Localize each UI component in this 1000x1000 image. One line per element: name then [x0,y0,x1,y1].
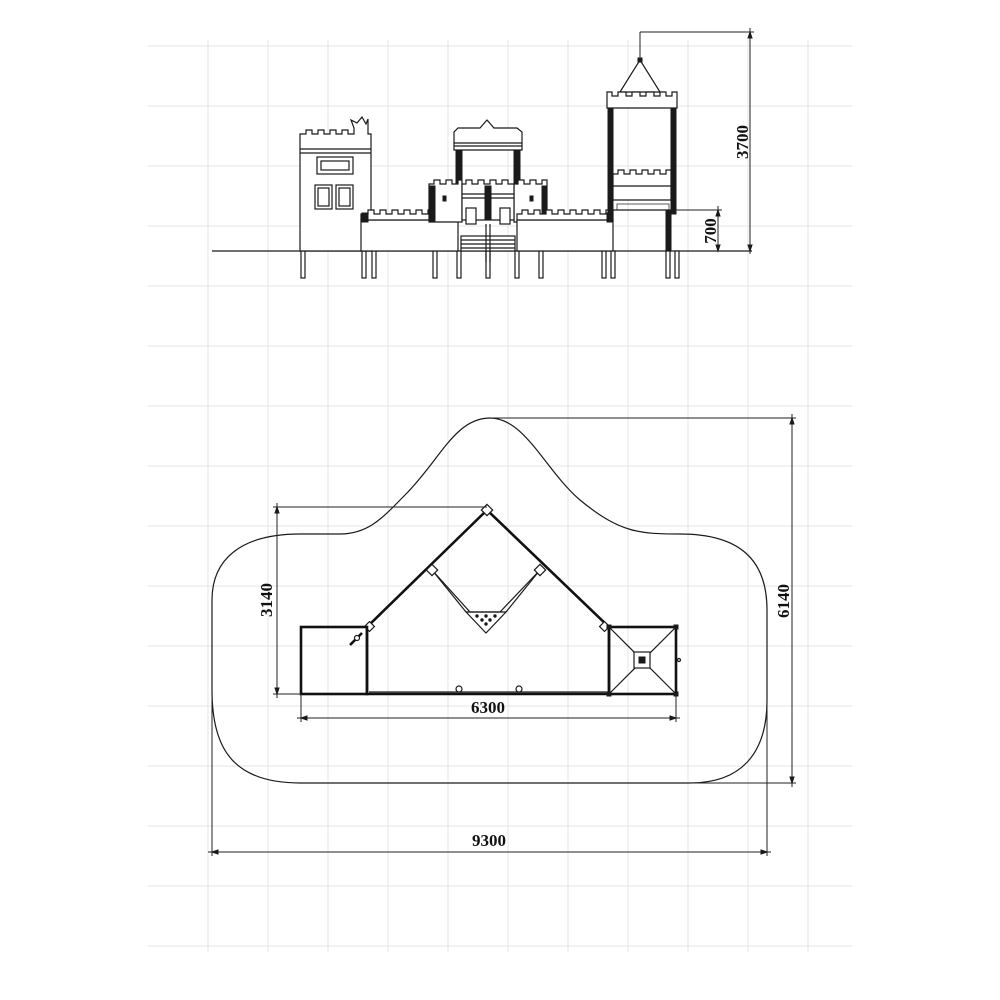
dim-label-3700: 3700 [733,125,752,159]
support-posts [300,250,680,279]
dim-zone-length: 9300 [208,700,771,856]
plan-view: 3140 6300 6140 9300 [208,414,796,856]
right-tower [606,57,678,252]
background-grid [148,40,852,952]
side-elevation: 700 3700 [212,28,754,279]
dim-label-700: 700 [701,218,720,244]
dim-zone-depth: 6140 [490,414,796,787]
dim-label-6140: 6140 [774,584,793,618]
left-tower-plan [299,625,369,696]
dim-depth: 3140 [257,503,487,698]
dim-platform-height: 700 [676,206,722,253]
safety-zone-outline [211,417,768,784]
left-tower [299,115,372,252]
dim-label-9300: 9300 [472,831,506,850]
right-wall [516,209,614,252]
triangle-frame [365,508,611,696]
right-tower-plan [606,624,682,697]
slide-platform [464,611,508,634]
dim-length: 6300 [297,694,680,722]
dim-total-height: 3700 [639,28,754,254]
dim-label-6300: 6300 [471,698,505,717]
dim-label-3140: 3140 [257,583,276,617]
